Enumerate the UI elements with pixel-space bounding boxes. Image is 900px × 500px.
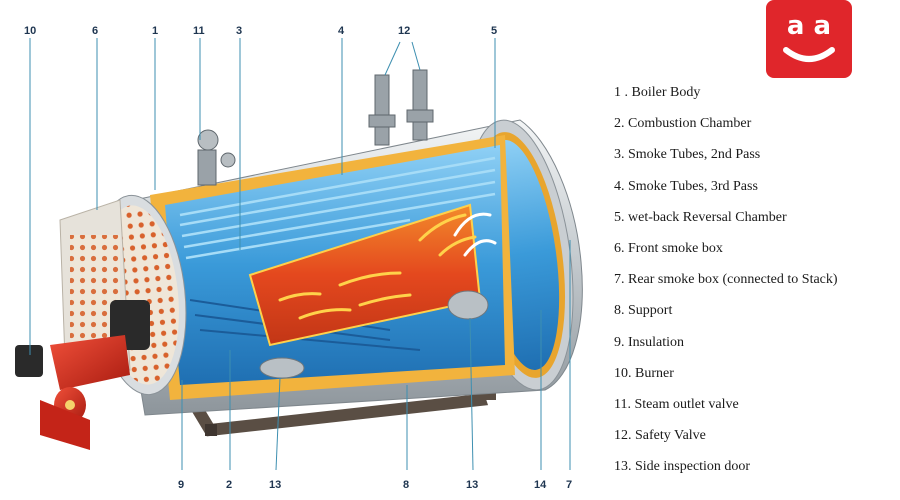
callout-12: 12 [398, 25, 410, 37]
callout-lines [29, 38, 571, 471]
legend-item: 6. Front smoke box [614, 240, 723, 256]
legend-item: 8. Support [614, 303, 673, 319]
legend-item: 5. wet-back Reversal Chamber [614, 209, 787, 225]
legend-item: 7. Rear smoke box (connected to Stack) [614, 272, 838, 288]
callout-9: 9 [178, 479, 184, 491]
callout-4: 4 [338, 25, 345, 37]
callout-1: 1 [152, 25, 158, 37]
callout-numbers: 10 6 1 11 3 4 12 5 9 2 13 8 13 14 7 [24, 25, 572, 491]
legend-item: 4. Smoke Tubes, 3rd Pass [614, 178, 758, 194]
reversal-swirls [453, 212, 497, 257]
side-inspection-door-left [259, 357, 305, 379]
callout-6: 6 [92, 25, 98, 37]
callout-13a: 13 [269, 479, 281, 491]
burner [15, 300, 150, 450]
callout-14: 14 [534, 479, 547, 491]
callout-10: 10 [24, 25, 36, 37]
callout-3: 3 [236, 25, 242, 37]
callout-7: 7 [566, 479, 572, 491]
legend-item: 12. Safety Valve [614, 428, 706, 444]
brand-logo-text: a a [787, 11, 831, 41]
legend-item: 13. Side inspection door [614, 459, 751, 475]
callout-11: 11 [193, 25, 205, 37]
callout-13b: 13 [466, 479, 478, 491]
legend-item: 1 . Boiler Body [614, 85, 701, 100]
parts-legend: 1 . Boiler Body 2. Combustion Chamber 3.… [614, 80, 838, 485]
legend-item: 11. Steam outlet valve [614, 396, 739, 412]
flame-streaks [278, 213, 477, 320]
legend-item: 2. Combustion Chamber [614, 116, 752, 132]
legend-item: 9. Insulation [614, 334, 684, 350]
legend-item: 10. Burner [614, 365, 674, 381]
brand-logo: a a [766, 0, 852, 78]
steam-outlet-valve [197, 129, 236, 186]
callout-8: 8 [403, 479, 409, 491]
smoke-tubes [179, 156, 496, 260]
legend-item: 3. Smoke Tubes, 2nd Pass [614, 147, 761, 163]
side-inspection-door-right [447, 290, 489, 320]
callout-5: 5 [491, 25, 497, 37]
safety-valves [368, 69, 434, 146]
callout-2: 2 [226, 479, 232, 491]
